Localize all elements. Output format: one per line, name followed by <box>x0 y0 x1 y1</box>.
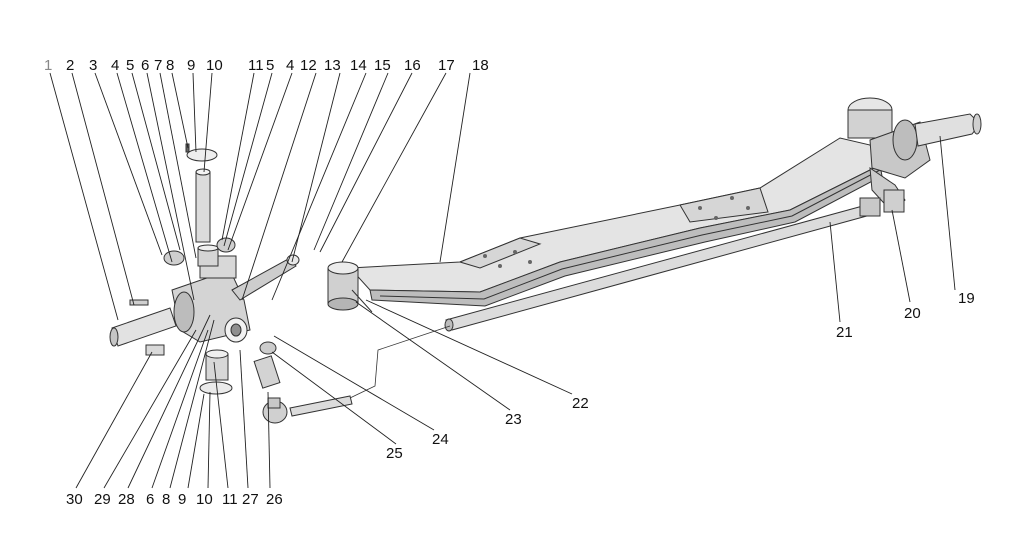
callout-11: 11 <box>248 57 264 74</box>
callout-20: 20 <box>904 305 921 322</box>
assembly-path <box>349 325 451 399</box>
callout-24: 24 <box>432 431 449 448</box>
callout-30: 30 <box>66 491 83 508</box>
parts-layer <box>109 97 982 424</box>
callout-2: 2 <box>66 57 74 74</box>
callout-9: 9 <box>178 491 186 508</box>
right-knuckle <box>847 97 982 213</box>
callout-23: 23 <box>505 411 522 428</box>
callout-18: 18 <box>472 57 489 74</box>
left-knuckle <box>109 254 300 347</box>
callout-13: 13 <box>324 57 341 74</box>
beam-left-boss <box>327 261 373 313</box>
callout-21: 21 <box>836 324 853 341</box>
callout-5: 5 <box>126 57 134 74</box>
callouts-right: 19 20 21 22 23 24 25 <box>386 290 975 462</box>
left-hardware <box>129 237 281 395</box>
callout-9: 9 <box>187 57 195 74</box>
callout-14: 14 <box>350 57 367 74</box>
callout-10: 10 <box>206 57 223 74</box>
callout-4: 4 <box>286 57 294 74</box>
callout-19: 19 <box>958 290 975 307</box>
callout-26: 26 <box>266 491 283 508</box>
kingpin-stack <box>185 143 219 267</box>
left-tie-rod-end <box>262 395 353 424</box>
callout-11: 11 <box>222 491 238 508</box>
callout-7: 7 <box>154 57 162 74</box>
callout-6: 6 <box>141 57 149 74</box>
callout-15: 15 <box>374 57 391 74</box>
callout-17: 17 <box>438 57 455 74</box>
callout-27: 27 <box>242 491 259 508</box>
callout-6: 6 <box>146 491 154 508</box>
callout-8: 8 <box>166 57 174 74</box>
callout-1: 1 <box>44 57 52 74</box>
callout-16: 16 <box>404 57 421 74</box>
callout-12: 12 <box>300 57 317 74</box>
callout-10: 10 <box>196 491 213 508</box>
callout-25: 25 <box>386 445 403 462</box>
callout-3: 3 <box>89 57 97 74</box>
leader-lines <box>49 72 956 489</box>
tie-rod <box>444 189 905 332</box>
callout-5: 5 <box>266 57 274 74</box>
callout-22: 22 <box>572 395 589 412</box>
callout-28: 28 <box>118 491 135 508</box>
callout-8: 8 <box>162 491 170 508</box>
callout-29: 29 <box>94 491 111 508</box>
callout-4: 4 <box>111 57 119 74</box>
